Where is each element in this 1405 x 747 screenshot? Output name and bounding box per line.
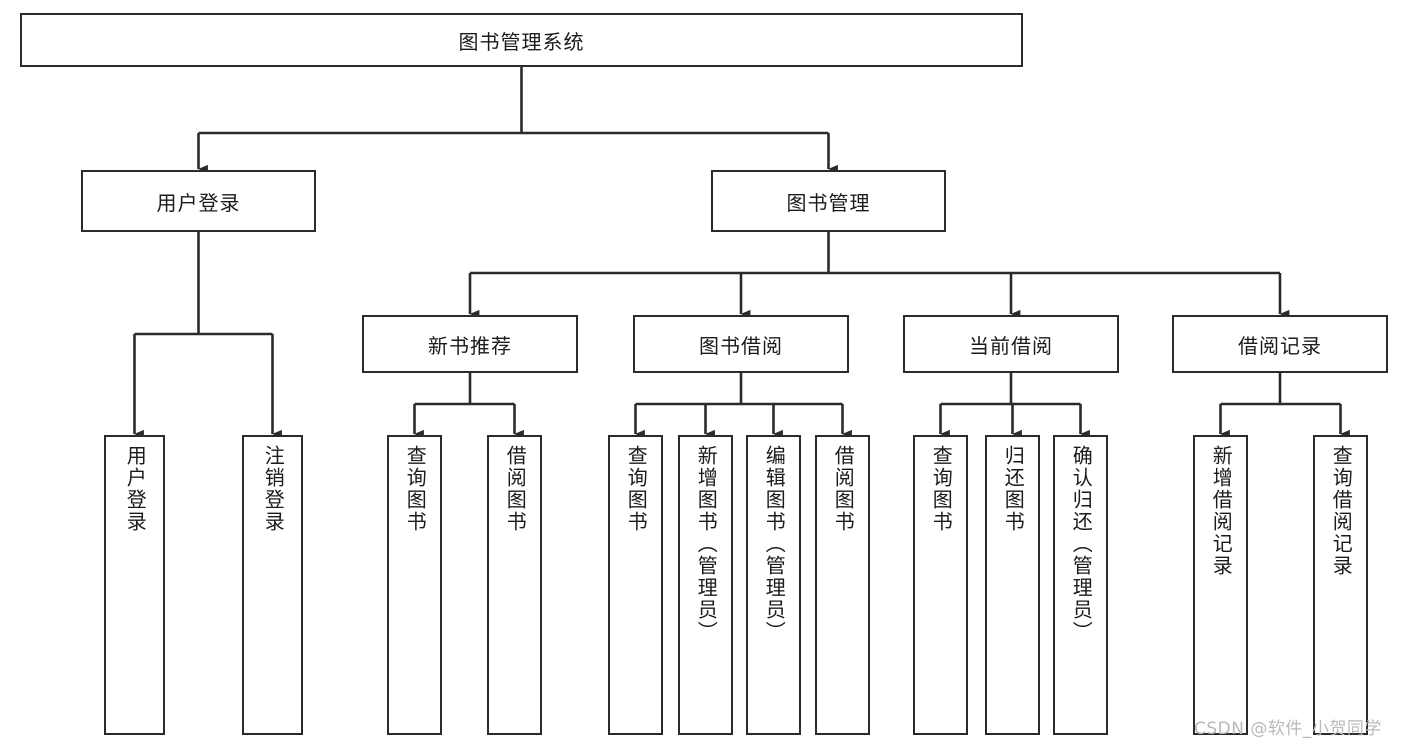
node-leaf-borrow-book-rec[interactable]: 借阅图书: [487, 435, 542, 735]
node-label-leaf-borrow-book-rec: 借阅图书: [503, 445, 528, 533]
node-root[interactable]: 图书管理系统: [20, 13, 1023, 67]
node-label-user-login: 用户登录: [156, 190, 241, 215]
node-label-leaf-user-logout: 注销登录: [261, 445, 286, 533]
node-borrow-record[interactable]: 借阅记录: [1172, 315, 1388, 373]
node-leaf-query-record[interactable]: 查询借阅记录: [1313, 435, 1368, 735]
node-label-leaf-borrow-book: 借阅图书: [831, 445, 856, 533]
node-label-leaf-confirm-return: 确认归还（管理员）: [1069, 445, 1094, 643]
node-leaf-add-record[interactable]: 新增借阅记录: [1193, 435, 1248, 735]
node-label-leaf-query-book-borrow: 查询图书: [624, 445, 649, 533]
node-label-leaf-return-book: 归还图书: [1001, 445, 1026, 533]
node-leaf-add-book[interactable]: 新增图书（管理员）: [678, 435, 733, 735]
node-label-leaf-user-login: 用户登录: [123, 445, 148, 533]
node-label-book-borrow: 图书借阅: [699, 333, 783, 358]
edges: [133, 67, 1350, 439]
node-new-book-rec[interactable]: 新书推荐: [362, 315, 578, 373]
node-leaf-query-book-current[interactable]: 查询图书: [913, 435, 968, 735]
node-leaf-confirm-return[interactable]: 确认归还（管理员）: [1053, 435, 1108, 735]
node-book-borrow[interactable]: 图书借阅: [633, 315, 849, 373]
node-current-borrow[interactable]: 当前借阅: [903, 315, 1119, 373]
node-label-book-manage: 图书管理: [786, 190, 871, 215]
node-label-borrow-record: 借阅记录: [1238, 333, 1322, 358]
node-label-new-book-rec: 新书推荐: [428, 333, 512, 358]
node-label-leaf-query-book-current: 查询图书: [929, 445, 954, 533]
node-label-current-borrow: 当前借阅: [969, 333, 1053, 358]
node-label-leaf-query-book-rec: 查询图书: [403, 445, 428, 533]
node-leaf-user-login[interactable]: 用户登录: [104, 435, 165, 735]
node-book-manage[interactable]: 图书管理: [711, 170, 946, 232]
node-leaf-edit-book[interactable]: 编辑图书（管理员）: [746, 435, 801, 735]
node-label-leaf-add-record: 新增借阅记录: [1209, 445, 1234, 577]
node-label-root: 图书管理系统: [458, 29, 585, 54]
node-label-leaf-edit-book: 编辑图书（管理员）: [762, 445, 787, 643]
node-leaf-query-book-borrow[interactable]: 查询图书: [608, 435, 663, 735]
node-leaf-borrow-book[interactable]: 借阅图书: [815, 435, 870, 735]
node-label-leaf-add-book: 新增图书（管理员）: [694, 445, 719, 643]
node-user-login[interactable]: 用户登录: [81, 170, 316, 232]
node-label-leaf-query-record: 查询借阅记录: [1329, 445, 1354, 577]
node-leaf-user-logout[interactable]: 注销登录: [242, 435, 303, 735]
node-leaf-query-book-rec[interactable]: 查询图书: [387, 435, 442, 735]
node-leaf-return-book[interactable]: 归还图书: [985, 435, 1040, 735]
